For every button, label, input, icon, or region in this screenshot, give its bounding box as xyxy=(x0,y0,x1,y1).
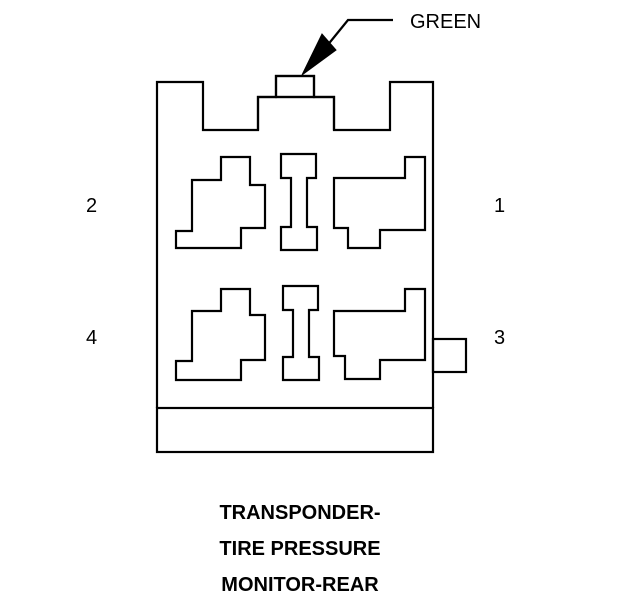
keying-tab xyxy=(274,74,316,99)
caption-line-2: TIRE PRESSURE xyxy=(219,538,380,560)
cavity-pin-1 xyxy=(332,155,427,250)
connector-base xyxy=(155,406,435,454)
callout-leader-line xyxy=(321,18,393,53)
cavity-row-bottom xyxy=(174,284,427,382)
connector-body xyxy=(155,74,468,454)
caption-line-3: MONITOR-REAR xyxy=(221,574,379,596)
callout-arrowhead xyxy=(301,33,337,76)
side-latch xyxy=(431,337,468,374)
diagram-caption: TRANSPONDER- TIRE PRESSURE MONITOR-REAR xyxy=(219,502,380,596)
cavity-pin-4 xyxy=(174,287,267,382)
cavity-pin-3 xyxy=(332,287,427,381)
pin-label-2: 2 xyxy=(86,195,97,217)
housing-outline xyxy=(155,74,435,408)
wire-color-label: GREEN xyxy=(410,11,481,33)
wire-callout: GREEN xyxy=(301,11,481,76)
cavity-pin-2 xyxy=(174,155,267,250)
pin-label-3: 3 xyxy=(494,327,505,349)
pin-label-1: 1 xyxy=(494,195,505,217)
caption-line-1: TRANSPONDER- xyxy=(219,502,380,524)
cavity-row-top xyxy=(174,152,427,252)
pin-label-4: 4 xyxy=(86,327,97,349)
housing-lock-tab xyxy=(256,95,336,130)
cavity-center-bottom xyxy=(281,284,321,382)
cavity-center-top xyxy=(279,152,319,252)
